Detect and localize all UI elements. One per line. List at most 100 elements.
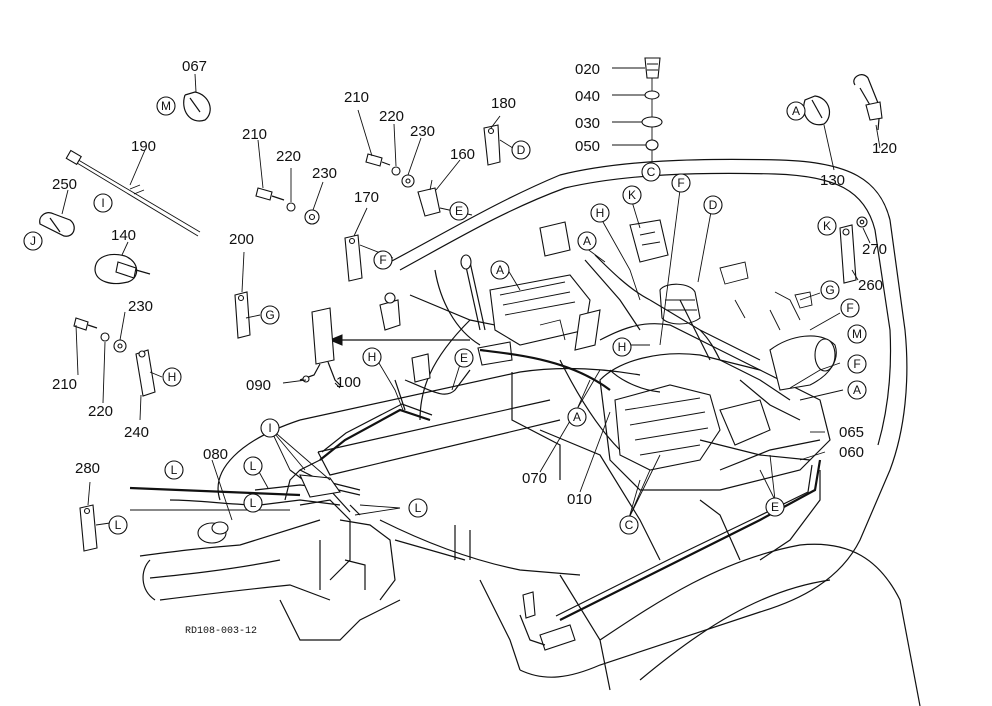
callout-L-left: L	[164, 460, 184, 480]
callout-M-top: M	[156, 96, 176, 116]
callout-G-right: G	[820, 280, 840, 300]
part-label-240: 240	[124, 424, 149, 441]
svg-text:H: H	[596, 206, 605, 220]
part-label-190: 190	[131, 138, 156, 155]
part-label-050: 050	[575, 138, 600, 155]
callout-A-center: A	[577, 231, 597, 251]
part-label-210-center: 210	[242, 126, 267, 143]
svg-text:G: G	[825, 283, 834, 297]
part-label-220-left: 220	[88, 403, 113, 420]
battery-and-components	[379, 219, 837, 471]
callout-C-bottom: C	[619, 515, 639, 535]
callout-E-bottom: E	[765, 497, 785, 517]
part-label-230-left: 230	[128, 298, 153, 315]
svg-text:I: I	[101, 196, 104, 210]
part-label-230-top: 230	[410, 123, 435, 140]
callout-F-center: F	[671, 173, 691, 193]
part-label-010: 010	[567, 491, 592, 508]
svg-text:H: H	[168, 370, 177, 384]
svg-text:E: E	[460, 351, 468, 365]
part-label-210-top: 210	[344, 89, 369, 106]
callout-A-lower: A	[567, 407, 587, 427]
callout-M-right: M	[847, 324, 867, 344]
wire-harness	[254, 254, 822, 651]
callout-A-battery: A	[490, 260, 510, 280]
part-label-067: 067	[182, 58, 207, 75]
machine-body-outline	[217, 158, 921, 706]
callout-L-top: L	[243, 456, 263, 476]
part-label-220-center: 220	[276, 148, 301, 165]
leader-lines	[61, 67, 881, 526]
callout-D-center: D	[703, 195, 723, 215]
callout-H-center: H	[612, 337, 632, 357]
part-label-040: 040	[575, 88, 600, 105]
svg-text:D: D	[517, 143, 526, 157]
callout-A-right: A	[847, 380, 867, 400]
svg-text:F: F	[846, 301, 853, 315]
part-label-200: 200	[229, 231, 254, 248]
svg-text:L: L	[415, 501, 422, 515]
part-label-120: 120	[872, 140, 897, 157]
svg-text:A: A	[792, 104, 800, 118]
callout-E-top: E	[449, 201, 469, 221]
callout-circles: M I J H G F E D C A K K F D H A A H G F …	[23, 96, 867, 535]
svg-text:F: F	[677, 176, 684, 190]
svg-text:A: A	[573, 410, 581, 424]
part-label-020: 020	[575, 61, 600, 78]
part-label-100: 100	[336, 374, 361, 391]
svg-text:L: L	[250, 459, 257, 473]
callout-L-bottom-left: L	[108, 515, 128, 535]
callout-L-middle: L	[243, 493, 263, 513]
part-label-090: 090	[246, 377, 271, 394]
svg-text:C: C	[625, 518, 634, 532]
svg-text:K: K	[823, 219, 831, 233]
callout-F-left: F	[373, 250, 393, 270]
callout-I-bottom: I	[260, 418, 280, 438]
svg-text:L: L	[250, 496, 257, 510]
loose-parts	[39, 57, 883, 552]
callout-A-top-right: A	[786, 101, 806, 121]
callout-H-left: H	[162, 367, 182, 387]
svg-text:F: F	[853, 357, 860, 371]
part-label-160: 160	[450, 146, 475, 163]
part-label-140: 140	[111, 227, 136, 244]
part-label-065: 065	[839, 424, 864, 441]
part-label-070: 070	[522, 470, 547, 487]
svg-text:A: A	[496, 263, 504, 277]
svg-text:K: K	[628, 188, 636, 202]
svg-text:C: C	[647, 165, 656, 179]
figure-reference-code: RD108-003-12	[185, 626, 257, 637]
part-label-220-top: 220	[379, 108, 404, 125]
callout-G-left: G	[260, 305, 280, 325]
part-label-270: 270	[862, 241, 887, 258]
swing-frame	[129, 486, 401, 641]
callout-L-right: L	[408, 498, 428, 518]
part-label-180: 180	[491, 95, 516, 112]
svg-text:E: E	[455, 204, 463, 218]
callout-I-top: I	[93, 193, 113, 213]
part-label-230-center: 230	[312, 165, 337, 182]
part-label-030: 030	[575, 115, 600, 132]
part-label-060: 060	[839, 444, 864, 461]
svg-text:F: F	[379, 253, 386, 267]
svg-text:L: L	[171, 463, 178, 477]
svg-text:A: A	[583, 234, 591, 248]
callout-C-top: C	[641, 162, 661, 182]
callout-F-right: F	[840, 298, 860, 318]
part-label-080: 080	[203, 446, 228, 463]
part-label-280: 280	[75, 460, 100, 477]
svg-text:H: H	[618, 340, 627, 354]
part-label-260: 260	[858, 277, 883, 294]
callout-E-center: E	[454, 348, 474, 368]
callout-H-center-top: H	[590, 203, 610, 223]
part-label-170: 170	[354, 189, 379, 206]
callout-K-center: K	[622, 185, 642, 205]
svg-text:M: M	[852, 327, 862, 341]
part-label-130: 130	[820, 172, 845, 189]
part-number-labels: 067 190 250 140 230 210 220 240 200 210 …	[52, 58, 897, 508]
callout-J: J	[23, 231, 43, 251]
svg-text:E: E	[771, 500, 779, 514]
callout-D-top: D	[511, 140, 531, 160]
svg-text:I: I	[268, 421, 271, 435]
